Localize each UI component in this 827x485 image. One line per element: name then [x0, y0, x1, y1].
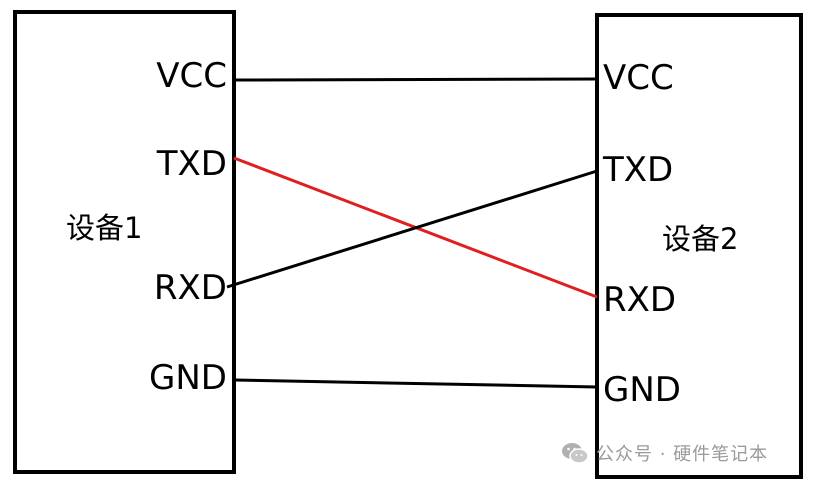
wechat-icon [562, 443, 589, 464]
device1-name: 设备1 [66, 211, 142, 245]
device1-pin-txd: TXD [156, 144, 227, 184]
wire-gnd [233, 378, 598, 389]
device2-pin-vcc: VCC [603, 58, 674, 98]
device1-pin-gnd: GND [149, 358, 227, 398]
wire-vcc [233, 77, 598, 82]
device2-name: 设备2 [662, 222, 738, 256]
watermark-text: 公众号 · 硬件笔记本 [596, 444, 769, 465]
device1-box [13, 10, 236, 474]
watermark: 公众号 · 硬件笔记本 [560, 438, 768, 468]
device2-pin-gnd: GND [603, 370, 681, 410]
device2-box [595, 13, 803, 479]
device1-pin-vcc: VCC [156, 56, 227, 96]
wire-rxd-to-txd [226, 169, 598, 289]
device1-pin-rxd: RXD [154, 268, 227, 308]
device2-pin-txd: TXD [602, 150, 673, 190]
device2-pin-rxd: RXD [603, 280, 676, 320]
